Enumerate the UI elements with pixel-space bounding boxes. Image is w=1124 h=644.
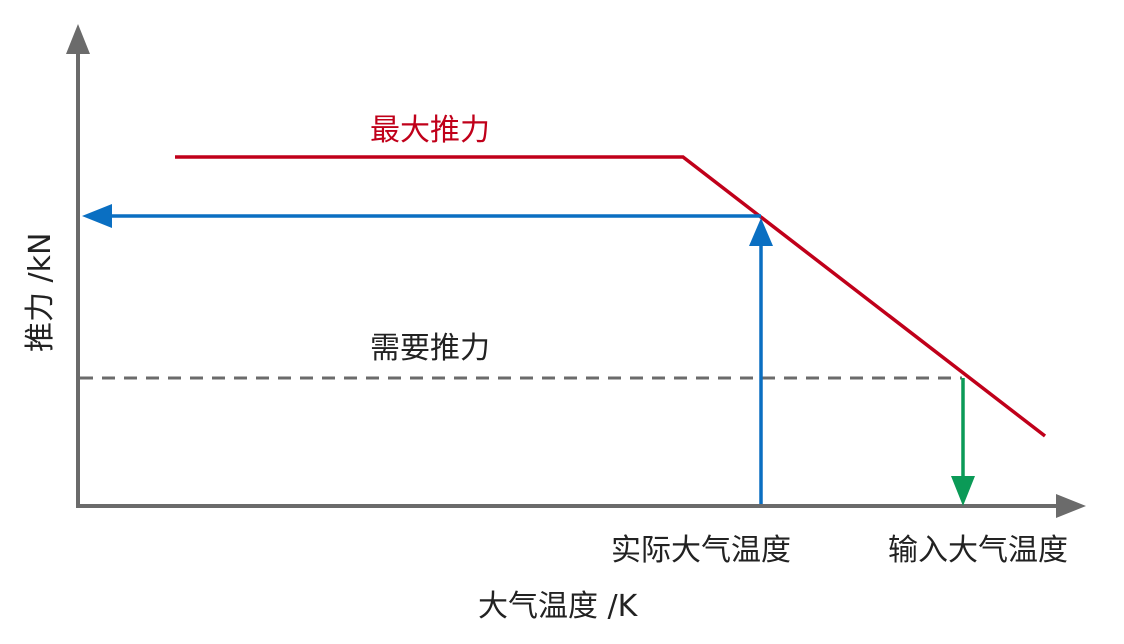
input-temperature-label: 输入大气温度 bbox=[888, 533, 1068, 568]
x-axis-title: 大气温度 /K bbox=[478, 589, 639, 624]
actual-temperature-label: 实际大气温度 bbox=[611, 533, 791, 568]
x-axis-arrowhead bbox=[1056, 494, 1086, 518]
input-temperature-arrowhead bbox=[951, 476, 975, 506]
required-thrust-label: 需要推力 bbox=[370, 331, 490, 366]
y-axis-arrowhead bbox=[66, 24, 90, 54]
max-thrust-curve bbox=[175, 155, 1047, 438]
actual-temperature-arrowhead bbox=[749, 218, 773, 246]
max-thrust-label: 最大推力 bbox=[370, 113, 490, 148]
available-thrust-arrowhead bbox=[82, 204, 112, 228]
y-axis-title: 推力 /kN bbox=[23, 233, 58, 352]
